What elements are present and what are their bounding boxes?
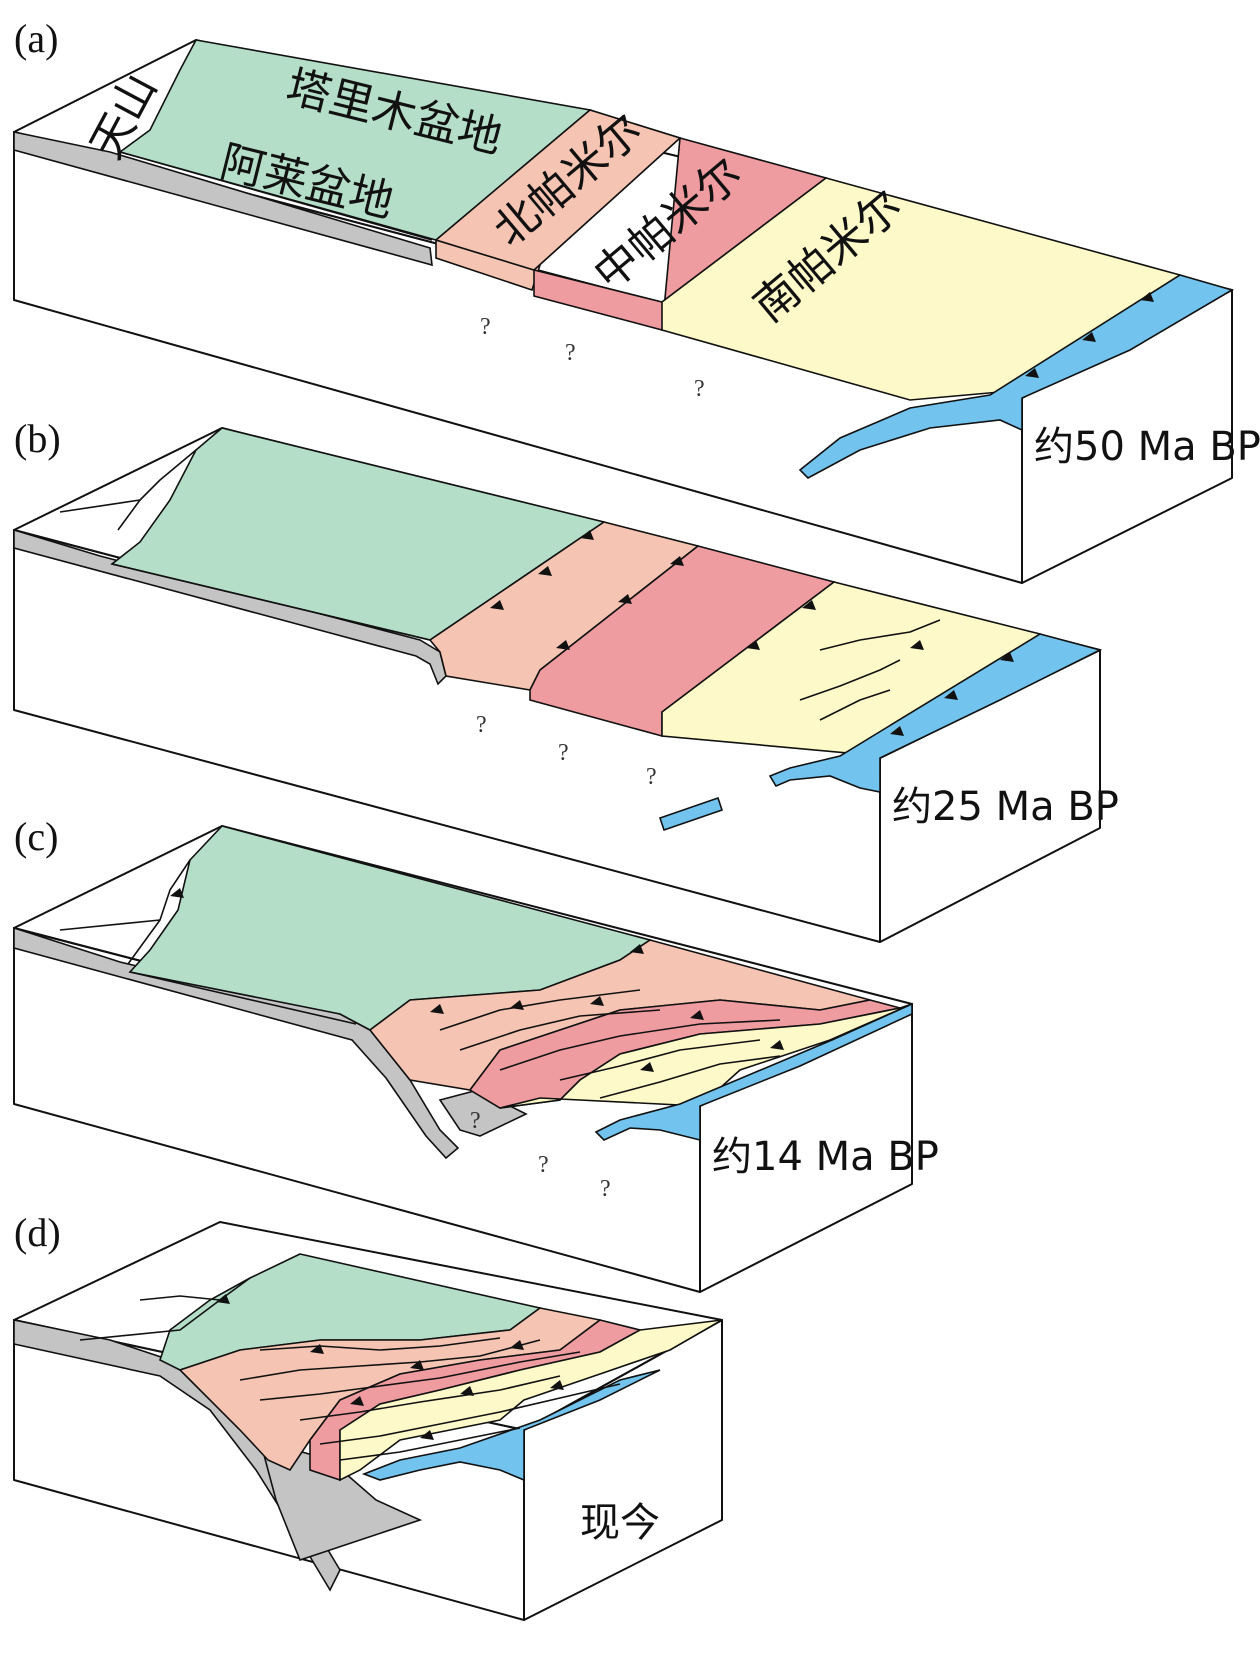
- panel-b-indian-slab: [768, 633, 1103, 793]
- panel-c-unknown-1: ?: [470, 1108, 481, 1134]
- panel-a-unknown-2: ?: [565, 340, 576, 366]
- panel-c-faults: [59, 859, 781, 1099]
- panel-a-alai-slab: [13, 131, 433, 267]
- panel-d-indian-slab: [361, 1369, 661, 1482]
- panel-c: (c) 约14 Ma BP ? ? ?: [13, 814, 939, 1293]
- panel-a-unknown-1: ?: [480, 314, 491, 340]
- panel-c-unknown-2: ?: [538, 1152, 549, 1178]
- panel-d: (d) 现今: [13, 1210, 723, 1621]
- panel-a-unknown-3: ?: [694, 376, 705, 402]
- panel-d-faults: [79, 1277, 621, 1461]
- panel-a-alai-boundary: [119, 151, 433, 241]
- panel-a-label: (a): [14, 16, 58, 61]
- panel-c-thrust-teeth: [170, 888, 784, 1072]
- panel-b-south-pamir: [661, 581, 1042, 756]
- panel-c-indian-slab: [594, 1002, 913, 1142]
- panel-b-unknown-2: ?: [558, 740, 569, 766]
- panel-b-age: 约25 Ma BP: [892, 784, 1119, 830]
- panel-a-age: 约50 Ma BP: [1034, 424, 1260, 470]
- panel-d-label: (d): [14, 1210, 61, 1255]
- panel-b: (b) 约25 Ma BP ? ? ?: [13, 416, 1119, 943]
- panel-b-thrust-teeth: [490, 530, 1014, 736]
- panel-b-unknown-3: ?: [646, 764, 657, 790]
- panel-a-indian-slab: [798, 274, 1235, 479]
- panel-d-age: 现今: [580, 1500, 660, 1546]
- panel-b-unknown-1: ?: [476, 712, 487, 738]
- panel-c-unknown-3: ?: [600, 1176, 611, 1202]
- panel-c-age: 约14 Ma BP: [712, 1134, 939, 1180]
- panel-c-label: (c): [14, 814, 58, 859]
- panel-b-label: (b): [14, 416, 61, 461]
- panel-b-detached-slab: [658, 796, 724, 832]
- panel-b-faults: [59, 449, 941, 721]
- panel-a-thrust-teeth: [1025, 292, 1154, 378]
- panel-d-thrust-teeth: [216, 1294, 564, 1440]
- panel-a: (a) 约50 Ma BP 天山 塔里木盆地 阿莱盆地 北帕米尔 中帕米尔 南帕…: [13, 16, 1260, 584]
